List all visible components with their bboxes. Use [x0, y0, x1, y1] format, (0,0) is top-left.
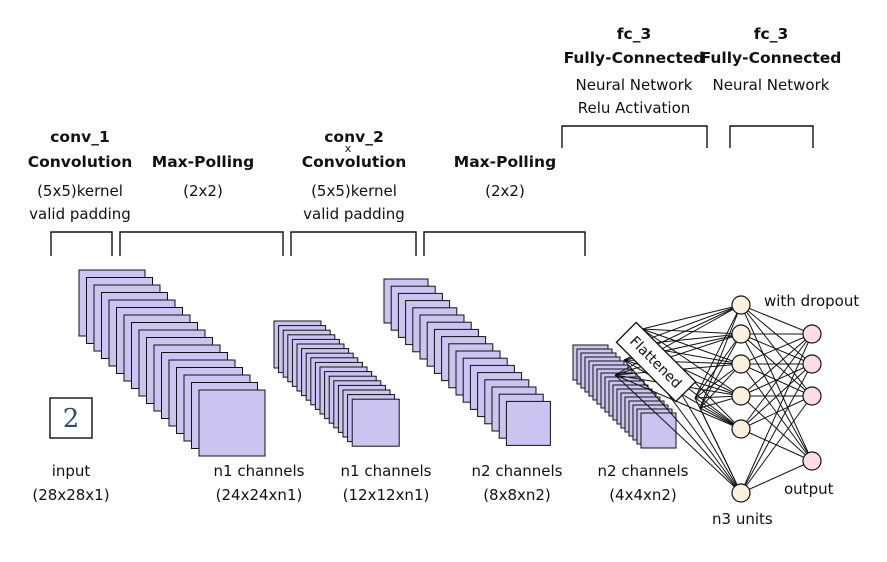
- conv2-bracket: [290, 231, 417, 256]
- fc1-type: Fully-Connected: [564, 49, 705, 67]
- conv1-bracket: [50, 231, 113, 256]
- hidden-unit-node: [731, 483, 751, 503]
- conv2-detail-padding: valid padding: [303, 205, 405, 223]
- flatten-to-hidden-edge: [614, 374, 742, 494]
- hidden-units-label: n3 units: [712, 510, 773, 528]
- conv1-output-name: n1 channels: [214, 462, 305, 480]
- hidden-to-output-edge: [740, 363, 813, 397]
- input-image: [49, 397, 93, 439]
- hidden-to-output-edge: [740, 395, 813, 494]
- pool1-feature-map-stack: [273, 320, 400, 447]
- hidden-unit-node: [731, 419, 751, 439]
- flatten-to-hidden-edge: [699, 363, 742, 409]
- conv1-feature-map: [198, 389, 266, 457]
- input-digit: 2: [63, 404, 80, 434]
- hidden-to-output-edge: [740, 304, 813, 397]
- flatten-to-hidden-edge: [641, 304, 742, 330]
- input-name: input: [52, 462, 91, 480]
- flatten-to-hidden-edge: [614, 333, 742, 376]
- dropout-label: with dropout: [764, 292, 859, 310]
- pool2-detail: (2x2): [485, 182, 525, 200]
- hidden-to-output-edge: [740, 363, 813, 430]
- hidden-to-output-edge: [740, 333, 813, 462]
- conv2-detail-kernel: (5x5)kernel: [311, 182, 397, 200]
- fc1-detail-network: Neural Network: [576, 76, 693, 94]
- hidden-to-output-edge: [740, 363, 813, 494]
- conv2-feature-map-stack: [383, 278, 551, 446]
- output-unit-node: [802, 324, 822, 344]
- input-shape: (28x28x1): [32, 486, 109, 504]
- pool1-output-name: n1 channels: [341, 462, 432, 480]
- flatten-to-hidden-edge: [694, 304, 742, 399]
- pool2-output-name: n2 channels: [598, 462, 689, 480]
- hidden-to-output-edge: [740, 460, 813, 494]
- stray-x-mark: x: [345, 142, 352, 155]
- flatten-to-hidden-edge: [694, 333, 742, 399]
- conv2-feature-map: [505, 400, 551, 446]
- hidden-to-output-edge: [740, 304, 813, 462]
- flatten-to-hidden-edge: [614, 374, 742, 430]
- fc2-type: Fully-Connected: [701, 49, 842, 67]
- flatten-to-hidden-edge: [699, 407, 742, 494]
- output-unit-node: [802, 451, 822, 471]
- hidden-unit-node: [731, 354, 751, 374]
- conv1-detail-kernel: (5x5)kernel: [37, 182, 123, 200]
- flatten-to-hidden-edge: [699, 333, 742, 409]
- pool1-detail: (2x2): [183, 182, 223, 200]
- flatten-to-hidden-edge: [614, 304, 742, 376]
- pool1-type: Max-Polling: [152, 153, 254, 171]
- fc2-detail-network: Neural Network: [713, 76, 830, 94]
- conv1-feature-map-stack: [78, 269, 266, 457]
- dense-nodes: [731, 295, 822, 503]
- conv1-type: Convolution: [28, 153, 133, 171]
- hidden-to-output-edge: [740, 333, 813, 430]
- conv2-name: conv_2: [324, 128, 384, 146]
- fc1-detail-activation: Relu Activation: [578, 99, 691, 117]
- output-unit-node: [802, 386, 822, 406]
- fc1-bracket: [561, 125, 708, 148]
- conv1-output-shape: (24x24xn1): [216, 486, 303, 504]
- conv1-detail-padding: valid padding: [29, 205, 131, 223]
- pool1-feature-map: [351, 398, 400, 447]
- hidden-unit-node: [731, 295, 751, 315]
- pool2-feature-map-stack: [572, 344, 677, 449]
- conv1-name: conv_1: [50, 128, 110, 146]
- flatten-to-hidden-edge: [641, 328, 742, 335]
- conv2-output-shape: (8x8xn2): [483, 486, 551, 504]
- output-unit-node: [802, 354, 822, 374]
- fc1-name: fc_3: [617, 25, 651, 43]
- flatten-to-hidden-edge: [699, 304, 742, 409]
- hidden-to-output-edge: [740, 333, 813, 397]
- pool1-output-shape: (12x12xn1): [343, 486, 430, 504]
- hidden-unit-node: [731, 386, 751, 406]
- pool2-type: Max-Polling: [454, 153, 556, 171]
- hidden-to-output-edge: [740, 333, 813, 365]
- pool2-bracket: [423, 231, 586, 256]
- fc2-bracket: [729, 125, 814, 148]
- pool2-output-shape: (4x4xn2): [609, 486, 677, 504]
- output-label: output: [784, 480, 834, 498]
- hidden-unit-node: [731, 324, 751, 344]
- flatten-to-hidden-edge: [623, 359, 742, 494]
- hidden-to-output-edge: [740, 304, 813, 335]
- conv2-output-name: n2 channels: [472, 462, 563, 480]
- hidden-to-output-edge: [740, 333, 813, 494]
- pool1-bracket: [119, 231, 284, 256]
- pool2-feature-map: [640, 412, 677, 449]
- conv2-type: Convolution: [302, 153, 407, 171]
- fc2-name: fc_3: [754, 25, 788, 43]
